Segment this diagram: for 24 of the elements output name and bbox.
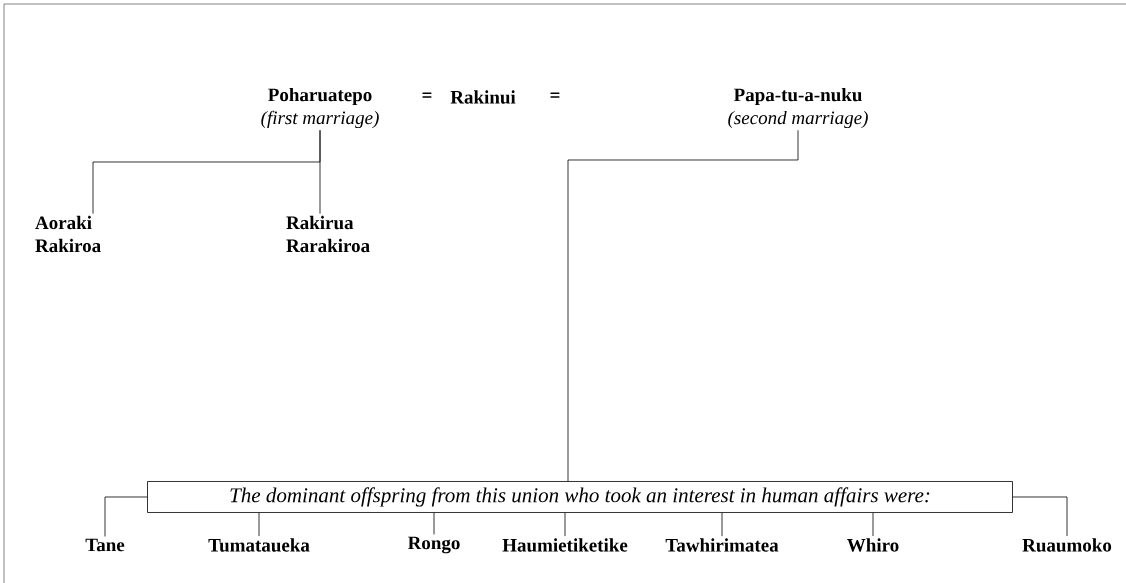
connector-line bbox=[721, 512, 723, 537]
name-label: Papa-tu-a-nuku (second marriage) bbox=[728, 87, 868, 129]
connector-line bbox=[872, 512, 874, 537]
caption-box: The dominant offspring from this union who took an interest in human affairs were: bbox=[147, 481, 1013, 513]
connector-line bbox=[564, 512, 566, 537]
name-label: Haumietiketike bbox=[502, 538, 628, 552]
connector-line bbox=[258, 512, 260, 537]
name-label: Rakirua Rarakiroa bbox=[286, 215, 370, 253]
name-label: Poharuatepo (first marriage) bbox=[261, 87, 379, 129]
name-label: Whiro bbox=[847, 538, 899, 552]
equals-sign: = bbox=[550, 92, 560, 98]
connector-line bbox=[1012, 496, 1068, 537]
name-label: Rongo bbox=[407, 536, 460, 554]
equals-sign: = bbox=[422, 92, 432, 98]
name-label: Tane bbox=[85, 538, 125, 552]
name-label: Tawhirimatea bbox=[665, 538, 779, 552]
name-label: Tumataueka bbox=[208, 538, 310, 552]
connector-line bbox=[567, 129, 799, 482]
name-label: Rakinui bbox=[450, 90, 516, 104]
connector-line bbox=[104, 496, 148, 537]
name-label: Ruaumoko bbox=[1022, 538, 1112, 552]
name-label: Aoraki Rakiroa bbox=[35, 215, 101, 253]
connector-line bbox=[433, 512, 435, 535]
connector-line bbox=[319, 129, 321, 214]
